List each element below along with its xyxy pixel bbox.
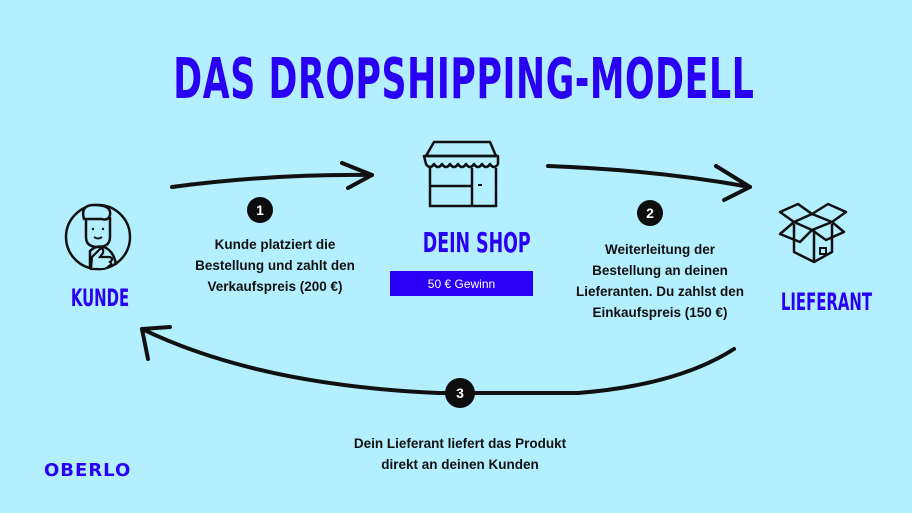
- supplier-label: LIEFERANT: [780, 288, 872, 316]
- step-2-description: Weiterleitung der Bestellung an deinen L…: [575, 242, 745, 320]
- profit-badge: 50 € Gewinn: [390, 271, 533, 296]
- step-3-badge: 3: [445, 378, 475, 408]
- step-3-description: Dein Lieferant liefert das Produkt direk…: [353, 436, 567, 472]
- oberlo-logo: OBERLO: [44, 460, 132, 481]
- storefront-icon: [422, 140, 500, 208]
- step-2-badge: 2: [637, 200, 663, 226]
- customer-label: KUNDE: [70, 284, 130, 312]
- step-1-description: Kunde platziert die Bestellung und zahlt…: [195, 237, 355, 294]
- arrow-left-return-icon: [140, 325, 736, 395]
- page-title: DAS DROPSHIPPING-MODELL: [173, 47, 755, 112]
- shop-label: DEIN SHOP: [422, 226, 531, 259]
- step-1-badge: 1: [247, 197, 273, 223]
- open-box-icon: [778, 202, 848, 264]
- arrow-right-icon: [170, 161, 374, 190]
- arrow-right-icon: [546, 164, 752, 202]
- customer-thumbs-up-icon: [64, 203, 132, 271]
